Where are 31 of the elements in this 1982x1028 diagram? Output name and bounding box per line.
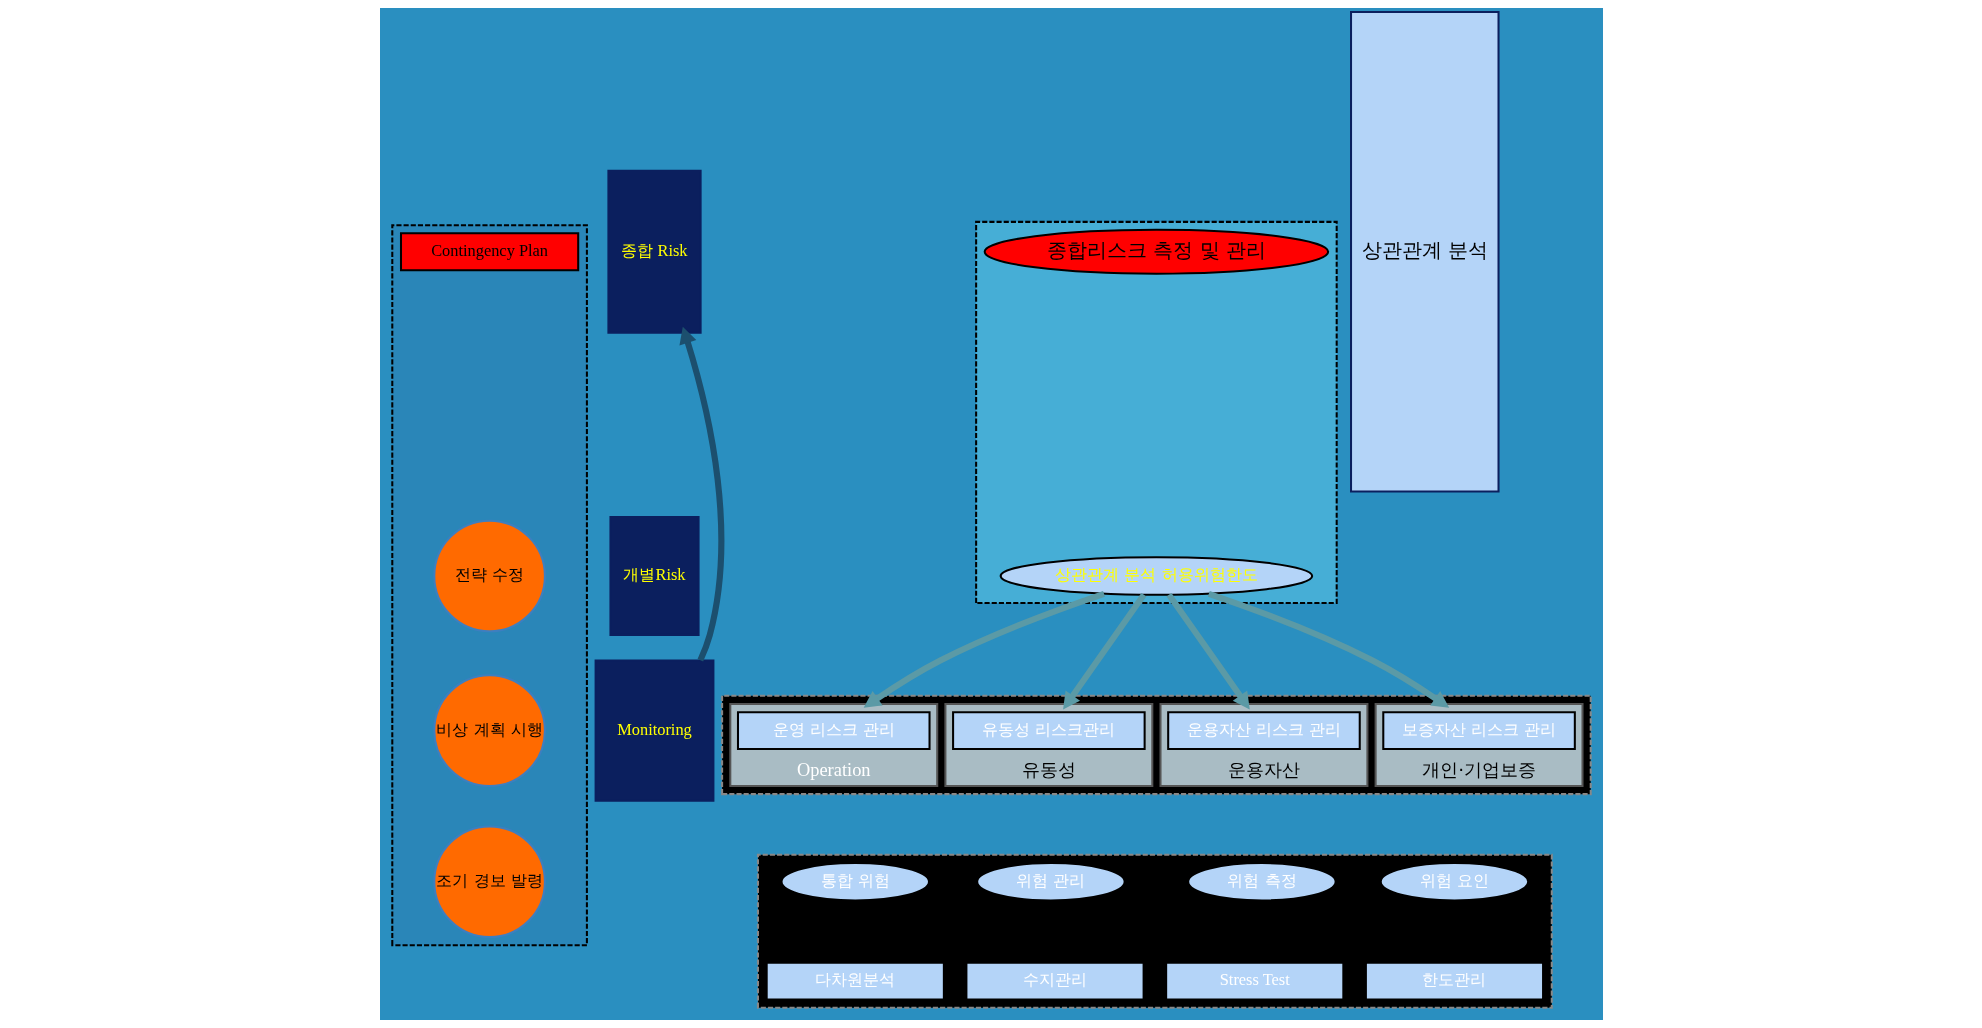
node-box: 한도관리	[1364, 961, 1544, 1001]
cluster	[390, 224, 588, 947]
node-ellipse: 위험 관리	[975, 862, 1126, 902]
node-ellipse: 위험 측정	[1186, 862, 1337, 902]
node-box: Stress Test	[1164, 961, 1344, 1001]
node-box: 보증자산 리스크 관리	[1381, 711, 1576, 751]
arrow	[1165, 593, 1250, 710]
node-box: 운용자산 리스크 관리	[1166, 711, 1361, 751]
node-box: 다차원분석	[765, 961, 945, 1001]
node-ellipse: 상관관계 분석 허용위험한도	[999, 556, 1313, 596]
arrow	[863, 590, 1105, 708]
node-ellipse: 종합리스크 측정 및 관리	[983, 228, 1329, 275]
node-box: 상관관계 분석	[1349, 11, 1500, 493]
node-box: 종합 Risk	[606, 169, 702, 334]
arrow	[678, 326, 724, 662]
node-box: 개별Risk	[608, 516, 700, 636]
cluster	[756, 853, 1553, 1009]
node-box: Contingency Plan	[399, 232, 579, 272]
node-ellipse: 위험 요인	[1379, 862, 1529, 902]
node-box: Monitoring	[594, 659, 714, 802]
node-box: 수지관리	[964, 961, 1145, 1001]
node-circle: 조기 경보 발령	[432, 825, 546, 939]
arrow	[1062, 593, 1146, 710]
arrow	[1207, 590, 1449, 708]
node-ellipse: 통합 위험	[780, 862, 930, 902]
node-circle: 전략 수정	[432, 519, 546, 633]
cluster	[974, 220, 1338, 604]
cluster	[720, 694, 1592, 796]
node-box: 운영 리스크 관리	[736, 711, 931, 751]
node-circle: 비상 계획 시행	[432, 674, 546, 787]
node-box: 유동성 리스크관리	[951, 711, 1146, 751]
